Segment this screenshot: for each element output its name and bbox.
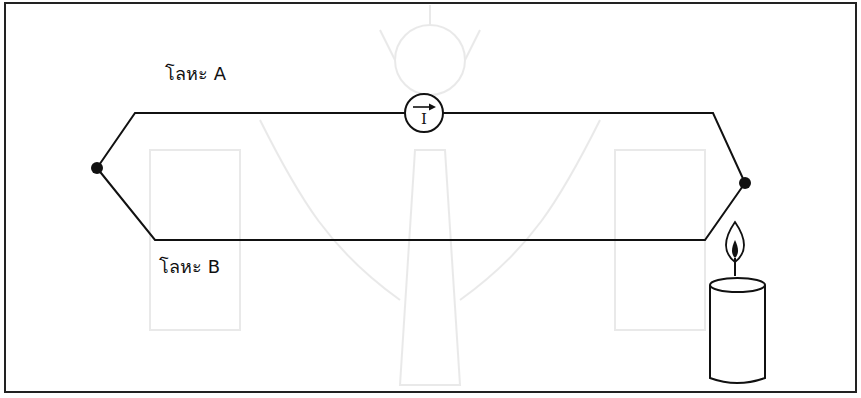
- frame-border: [5, 3, 856, 392]
- cold-junction: [91, 162, 103, 174]
- candle-wick: [734, 258, 736, 276]
- candle-top: [710, 278, 765, 292]
- candle-flame: [726, 222, 744, 262]
- metal-b-wire: [97, 168, 745, 240]
- current-symbol: I: [406, 112, 442, 127]
- arrow-head: [429, 104, 436, 111]
- galvanometer-circle: I: [404, 93, 444, 133]
- metal-b-label: โลหะ B: [157, 257, 222, 277]
- watermark-emblem: [150, 5, 705, 385]
- candle: [710, 222, 765, 383]
- candle-body: [710, 285, 765, 383]
- hot-junction: [739, 177, 751, 189]
- metal-a-label: โลหะ A: [163, 64, 228, 84]
- flame-core: [732, 240, 738, 258]
